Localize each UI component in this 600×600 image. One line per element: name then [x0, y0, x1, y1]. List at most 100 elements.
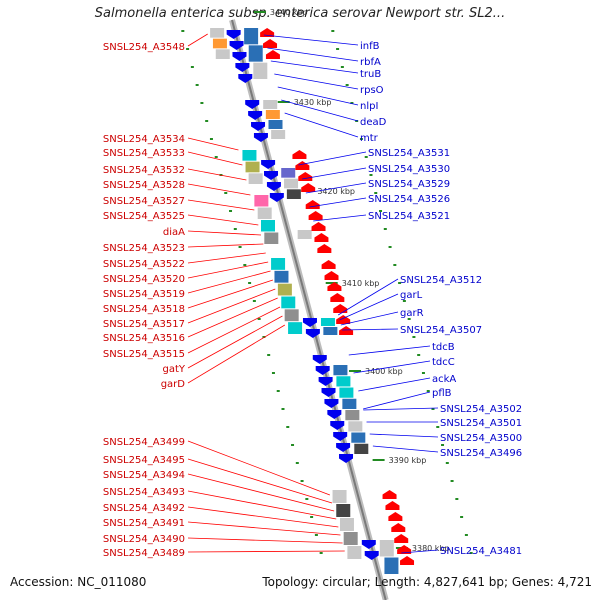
reverse-gene-arrow: [317, 244, 332, 253]
reverse-gene-arrow: [263, 39, 278, 48]
forward-gene-arrow: [269, 193, 284, 202]
guide-dash: [398, 282, 402, 284]
gene-feature-block: [323, 327, 338, 335]
reverse-gene-arrow: [298, 172, 313, 181]
left-leader-line: [187, 288, 276, 324]
guide-dash: [441, 444, 445, 446]
gene-feature-block: [342, 398, 357, 409]
scale-tick-label: 3390 kbp: [389, 456, 427, 465]
forward-gene-arrow: [324, 399, 339, 408]
forward-gene-arrow: [321, 388, 336, 397]
forward-gene-arrow: [226, 30, 241, 39]
gene-feature-block: [379, 540, 394, 557]
guide-dash: [295, 462, 299, 464]
guide-dash: [407, 318, 411, 320]
left-gene-label: SNSL254_A3491: [103, 518, 185, 529]
left-gene-label: SNSL254_A3518: [103, 304, 185, 315]
gene-feature-block: [245, 161, 260, 173]
left-leader-line: [187, 537, 343, 544]
reverse-gene-arrow: [308, 211, 323, 220]
right-leader-line: [305, 182, 367, 194]
accession-text: Accession: NC_011080: [10, 575, 147, 589]
guide-dash: [319, 552, 323, 554]
forward-gene-arrow: [305, 329, 320, 338]
left-gene-label: diaA: [163, 227, 185, 238]
reverse-gene-arrow: [292, 150, 307, 159]
reverse-gene-arrow: [305, 200, 320, 209]
right-gene-label: SNSL254_A3521: [368, 211, 450, 222]
forward-gene-arrow: [251, 122, 266, 131]
left-leader-line: [187, 230, 261, 236]
right-gene-label: rpsO: [360, 85, 384, 96]
guide-dash: [379, 210, 383, 212]
guide-dash: [388, 246, 392, 248]
gene-feature-block: [339, 387, 354, 398]
right-gene-label: SNSL254_A3512: [400, 275, 482, 286]
guide-dash: [464, 534, 468, 536]
gene-feature-block: [284, 178, 299, 189]
forward-gene-arrow: [330, 421, 345, 430]
reverse-gene-arrow: [385, 501, 400, 510]
right-leader-line: [401, 549, 439, 554]
guide-dash: [248, 282, 252, 284]
gene-feature-block: [354, 443, 369, 454]
left-gene-label: SNSL254_A3494: [103, 470, 185, 481]
right-leader-line: [284, 112, 359, 138]
right-gene-label: SNSL254_A3481: [440, 546, 522, 557]
guide-dash: [267, 354, 271, 356]
forward-gene-arrow: [232, 52, 247, 61]
guide-dash: [305, 498, 309, 500]
gene-feature-block: [339, 518, 354, 531]
forward-gene-arrow: [261, 160, 276, 169]
topology-text: Topology: circular; Length: 4,827,641 bp…: [262, 575, 592, 589]
gene-feature-block: [343, 532, 358, 545]
right-leader-line: [372, 445, 439, 453]
reverse-gene-arrow: [265, 50, 280, 59]
guide-dash: [257, 318, 261, 320]
forward-gene-arrow: [238, 74, 253, 83]
gene-feature-block: [212, 38, 227, 49]
gene-feature-block: [271, 130, 286, 139]
right-gene-label: nlpI: [360, 101, 378, 112]
forward-gene-arrow: [229, 41, 244, 50]
gene-feature-block: [320, 318, 335, 326]
left-leader-line: [187, 199, 255, 211]
left-gene-label: SNSL254_A3495: [103, 455, 185, 466]
forward-gene-arrow: [361, 540, 376, 549]
guide-dash: [300, 480, 304, 482]
scale-tick-label: 3410 kbp: [342, 279, 380, 288]
guide-dash: [402, 300, 406, 302]
forward-gene-arrow: [318, 377, 333, 386]
guide-dash: [271, 372, 275, 374]
gene-feature-block: [345, 410, 360, 421]
forward-gene-arrow: [248, 111, 263, 120]
right-leader-line: [339, 293, 399, 321]
guide-dash: [276, 390, 280, 392]
reverse-gene-arrow: [388, 512, 403, 521]
reverse-gene-arrow: [314, 233, 329, 242]
guide-dash: [286, 426, 290, 428]
guide-dash: [469, 552, 473, 554]
guide-dash: [229, 210, 233, 212]
right-leader-line: [363, 407, 439, 411]
right-leader-line: [353, 360, 431, 374]
guide-dash: [364, 156, 368, 158]
right-leader-line: [302, 167, 367, 180]
guide-dash: [331, 30, 335, 32]
left-leader-line: [187, 279, 274, 309]
scale-tick-label: 3420 kbp: [317, 187, 355, 196]
left-leader-line: [187, 521, 341, 536]
guide-dash: [181, 30, 185, 32]
reverse-gene-arrow: [330, 293, 345, 302]
guide-dash: [436, 426, 440, 428]
right-leader-line: [263, 34, 359, 46]
left-leader-line: [187, 261, 269, 279]
guide-dash: [205, 120, 209, 122]
left-gene-label: SNSL254_A3533: [103, 148, 185, 159]
gene-feature-block: [347, 546, 362, 559]
guide-dash: [383, 228, 387, 230]
right-gene-label: SNSL254_A3502: [440, 404, 522, 415]
reverse-gene-arrow: [391, 523, 406, 532]
forward-gene-arrow: [315, 366, 330, 375]
gene-feature-block: [348, 421, 363, 432]
